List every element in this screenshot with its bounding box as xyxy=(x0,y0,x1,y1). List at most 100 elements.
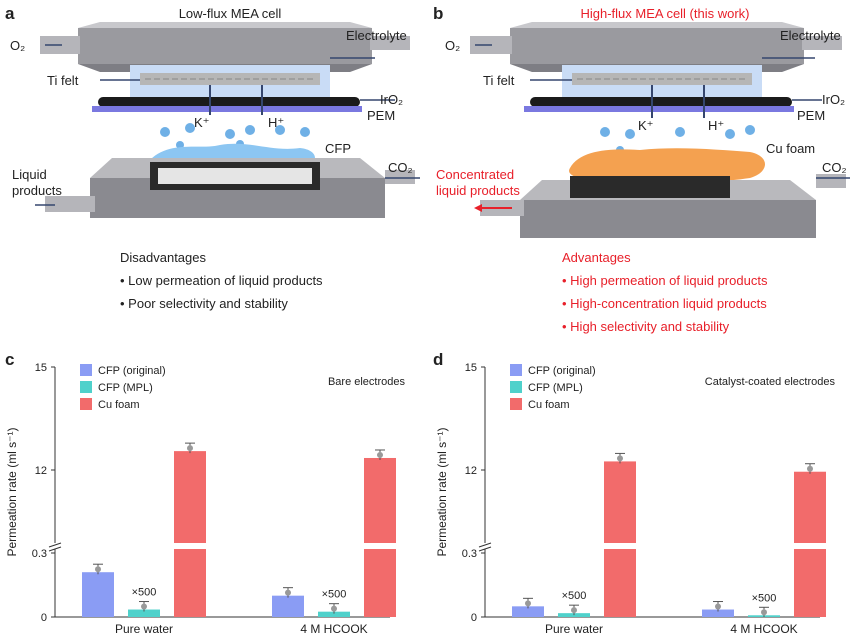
panel-a-title: Low-flux MEA cell xyxy=(178,6,282,21)
bar-cu-foam xyxy=(604,461,636,617)
chart-subtitle: Catalyst-coated electrodes xyxy=(705,376,836,388)
disadvantages-title: Disadvantages xyxy=(120,250,206,265)
label-o2-a: O₂ xyxy=(10,38,26,53)
legend-label: CFP (MPL) xyxy=(528,382,583,394)
annotation-x500: ×500 xyxy=(132,587,157,599)
label-ti-felt-a: Ti felt xyxy=(47,73,79,88)
label-liquid-products: Liquid products xyxy=(12,167,62,198)
bar-break xyxy=(363,543,397,549)
bar-break xyxy=(793,543,827,549)
label-co2-a: CO₂ xyxy=(388,160,413,175)
label-pem-b: PEM xyxy=(797,108,826,123)
advantage-item: • High permeation of liquid products xyxy=(562,273,768,288)
annotation-x500: ×500 xyxy=(322,589,347,601)
y-tick-label: 15 xyxy=(465,362,477,374)
legend-label: Cu foam xyxy=(528,399,570,411)
bar-cfp-mpl- xyxy=(128,609,160,617)
axis-break-mark xyxy=(478,542,492,548)
y-tick-label: 12 xyxy=(35,465,47,477)
legend-swatch xyxy=(80,398,92,410)
label-h-ion-b: H⁺ xyxy=(708,118,725,133)
y-tick-label: 0 xyxy=(41,612,47,624)
data-point xyxy=(715,603,721,610)
label-electrolyte-b: Electrolyte xyxy=(780,28,841,43)
bar-break xyxy=(603,543,637,549)
x-tick-label: Pure water xyxy=(115,622,173,635)
legend-swatch xyxy=(80,381,92,393)
axis-break-gap xyxy=(479,543,491,549)
data-point xyxy=(95,566,101,573)
data-point xyxy=(807,465,813,472)
y-tick-label: 12 xyxy=(465,465,477,477)
label-cfp-a: CFP xyxy=(325,141,351,156)
y-tick-label: 0.3 xyxy=(462,548,477,560)
legend-label: Cu foam xyxy=(98,399,140,411)
bar-break xyxy=(173,543,207,549)
data-point xyxy=(141,603,147,610)
label-cu-foam: Cu foam xyxy=(766,141,816,156)
panel-b-letter: b xyxy=(433,4,444,23)
panel-c-letter: c xyxy=(5,350,15,369)
disadvantage-item: • Poor selectivity and stability xyxy=(120,296,288,311)
y-tick-label: 15 xyxy=(35,362,47,374)
legend-label: CFP (original) xyxy=(98,365,166,377)
label-co2-b: CO₂ xyxy=(822,160,847,175)
label-electrolyte-a: Electrolyte xyxy=(346,28,407,43)
bar-cu-foam xyxy=(364,457,396,617)
legend-swatch xyxy=(80,364,92,376)
legend-label: CFP (original) xyxy=(528,365,596,377)
bar-cfp-original- xyxy=(512,606,544,617)
label-o2-b: O₂ xyxy=(445,38,461,53)
y-axis-label: Permeation rate (ml s⁻¹) xyxy=(5,427,19,556)
bar-cfp-original- xyxy=(702,609,734,617)
panel-a-illustration xyxy=(35,22,420,218)
data-point xyxy=(617,455,623,462)
advantage-item: • High-concentration liquid products xyxy=(562,296,767,311)
data-point xyxy=(187,445,193,452)
label-concentrated-products: Concentrated liquid products xyxy=(436,167,520,198)
panel-b-title: High-flux MEA cell (this work) xyxy=(580,6,750,21)
axis-break-mark xyxy=(48,542,62,548)
data-point xyxy=(525,600,531,607)
axis-break-gap xyxy=(49,543,61,549)
axis-break-mark xyxy=(48,546,62,552)
panel-a-letter: a xyxy=(5,4,15,23)
x-tick-label: Pure water xyxy=(545,622,603,635)
data-point xyxy=(761,609,767,616)
panel-d-letter: d xyxy=(433,350,444,369)
legend-swatch xyxy=(510,381,522,393)
label-pem-a: PEM xyxy=(367,108,396,123)
advantages-list: Advantages • High permeation of liquid p… xyxy=(562,246,767,338)
label-h-ion-a: H⁺ xyxy=(268,115,285,130)
data-point xyxy=(377,451,383,458)
axis-break-mark xyxy=(478,546,492,552)
label-k-ion-a: K⁺ xyxy=(194,115,210,130)
data-point xyxy=(285,589,291,596)
disadvantage-item: • Low permeation of liquid products xyxy=(120,273,323,288)
data-point xyxy=(571,607,577,614)
bar-cu-foam xyxy=(174,451,206,617)
label-ti-felt-b: Ti felt xyxy=(483,73,515,88)
data-point xyxy=(331,605,337,612)
y-axis-label: Permeation rate (ml s⁻¹) xyxy=(435,427,449,556)
panel-b-illustration xyxy=(470,22,850,238)
chart-subtitle: Bare electrodes xyxy=(328,376,406,388)
legend-swatch xyxy=(510,398,522,410)
bar-cfp-original- xyxy=(272,595,304,617)
advantage-item: • High selectivity and stability xyxy=(562,319,730,334)
x-tick-label: 4 M HCOOK xyxy=(300,622,367,635)
label-iro2-a: IrO₂ xyxy=(380,92,404,107)
label-iro2-b: IrO₂ xyxy=(822,92,846,107)
y-tick-label: 0.3 xyxy=(32,548,47,560)
annotation-x500: ×500 xyxy=(562,590,587,602)
bar-cfp-mpl- xyxy=(318,611,350,617)
legend-label: CFP (MPL) xyxy=(98,382,153,394)
annotation-x500: ×500 xyxy=(752,592,777,604)
y-tick-label: 0 xyxy=(471,612,477,624)
x-tick-label: 4 M HCOOK xyxy=(730,622,797,635)
legend-swatch xyxy=(510,364,522,376)
advantages-title: Advantages xyxy=(562,250,631,265)
bar-cfp-original- xyxy=(82,572,114,617)
